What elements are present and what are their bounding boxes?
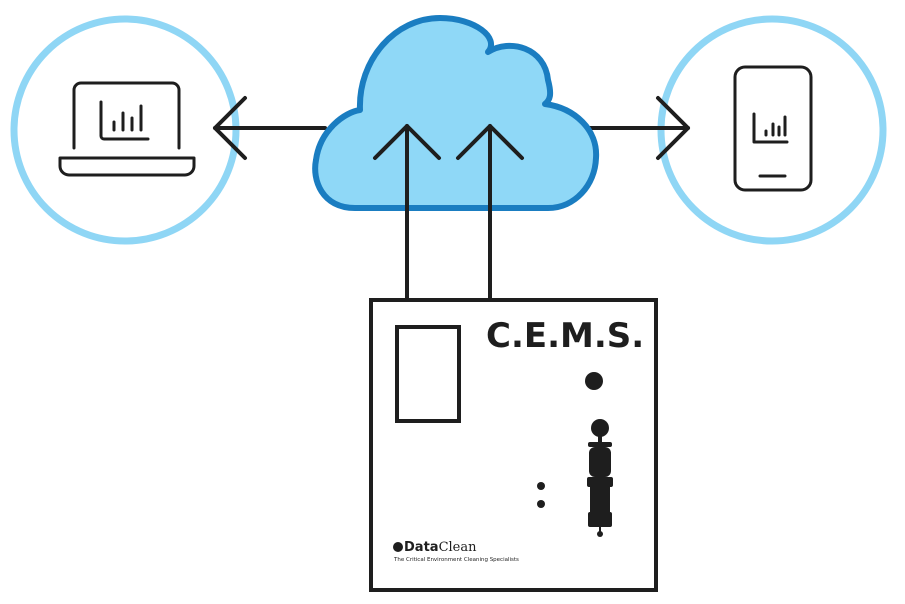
cloud-icon (312, 15, 600, 211)
laptop-node (10, 15, 240, 245)
device-display (395, 325, 461, 423)
cems-device (369, 298, 658, 592)
device-title: C.E.M.S. (486, 316, 645, 356)
upload-arrow-left (373, 124, 441, 302)
brand-logo: DataClean (404, 540, 476, 555)
globe-logo-icon (393, 542, 403, 552)
laptop-circle (10, 15, 240, 245)
arrow-to-phone (578, 96, 690, 160)
laptop-chart-icon (58, 81, 196, 177)
port-dot-bottom (537, 500, 545, 508)
port-dot-top (537, 482, 545, 490)
brand-name-part1: Data (404, 540, 439, 555)
brand-name-part2: Clean (438, 540, 477, 555)
phone-node (657, 15, 887, 245)
upload-arrows (373, 124, 524, 302)
sensor-probe-icon (587, 419, 613, 537)
arrow-to-laptop (213, 96, 327, 160)
upload-arrow-right (456, 124, 524, 302)
brand-tagline: The Critical Environment Cleaning Specia… (394, 557, 519, 563)
indicator-light (585, 372, 603, 390)
phone-chart-icon (733, 65, 813, 192)
